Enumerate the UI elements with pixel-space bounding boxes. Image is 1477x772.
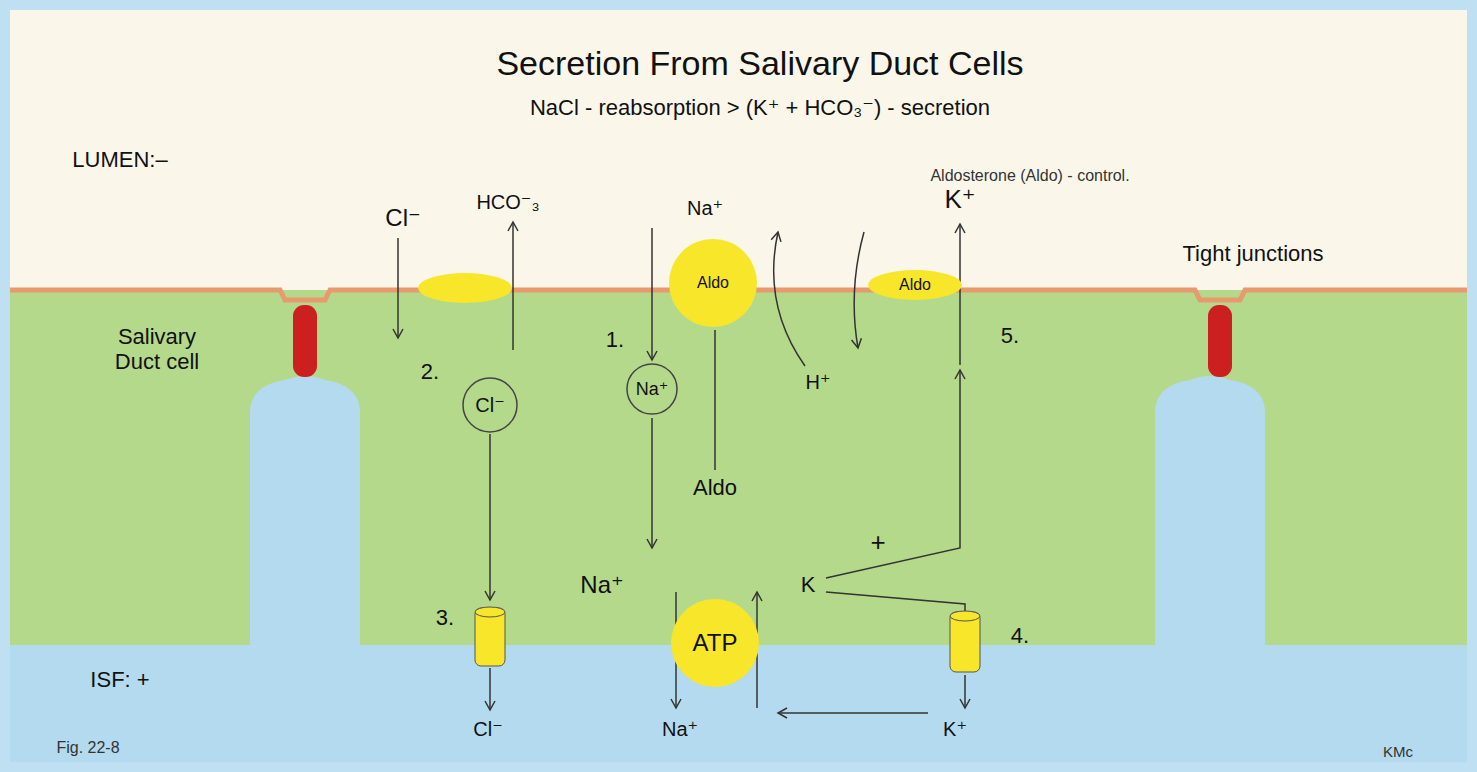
- ion-label: Cl⁻: [473, 718, 502, 741]
- ion-label: K: [801, 572, 816, 597]
- ion-label: H⁺: [806, 371, 831, 394]
- ion-label: Na⁺: [580, 571, 623, 599]
- note: Aldosterone (Aldo) - control.: [930, 167, 1129, 185]
- channel: [950, 611, 980, 672]
- na-arrow: [651, 418, 653, 548]
- node-shape: [669, 239, 757, 327]
- exchanger: [418, 273, 512, 303]
- part-label: Salivary Duct cell: [97, 324, 217, 375]
- node-text: Na⁺: [636, 378, 669, 400]
- atpase-circle: ATP: [670, 598, 760, 688]
- node-shape: [868, 270, 962, 300]
- channel: [475, 607, 505, 666]
- tight-junction: [1208, 305, 1232, 377]
- pump-ellipse: Aldo: [867, 269, 963, 301]
- author-mark: KMc: [1383, 743, 1413, 760]
- k-arrow: [959, 224, 961, 365]
- node-text: ATP: [693, 629, 738, 657]
- k-line: [826, 592, 965, 612]
- ion-label: K⁺: [944, 185, 975, 215]
- cl-arrow: [397, 238, 399, 338]
- region-label: LUMEN:–: [72, 147, 167, 172]
- node-shape: [671, 599, 759, 687]
- h-arrow: [774, 232, 805, 366]
- hco3-arrow: [512, 222, 514, 350]
- ion-circle: Cl⁻: [462, 377, 518, 433]
- subtitle: NaCl - reabsorption > (K⁺ + HCO₃⁻) - sec…: [530, 95, 990, 120]
- hormone-label: Aldo: [693, 475, 737, 500]
- carrier-circle: Aldo: [668, 238, 758, 328]
- intercellular-space: [250, 376, 360, 647]
- ion-label: Cl⁻: [385, 204, 420, 232]
- ion-label: HCO⁻₃: [476, 191, 539, 214]
- node-text: Aldo: [697, 274, 729, 292]
- aldo-line: [714, 330, 716, 470]
- callout-number: 4.: [1011, 623, 1029, 648]
- tight-junction: [293, 305, 317, 377]
- k-arrow: [778, 712, 928, 714]
- callout-number: 5.: [1001, 323, 1019, 348]
- na-arrow: [651, 228, 653, 360]
- callout-number: 3.: [436, 605, 454, 630]
- region-label: ISF: +: [90, 667, 149, 692]
- exchange-arrow: [854, 232, 864, 348]
- cell-body: [10, 290, 1467, 647]
- cl-arrow: [489, 668, 491, 710]
- cl-arrow: [489, 434, 491, 600]
- node-shape: [627, 364, 677, 414]
- k-arrow: [964, 675, 966, 708]
- node-text: Cl⁻: [475, 393, 504, 417]
- k-arrow: [826, 370, 960, 578]
- ion-label: K⁺: [943, 718, 967, 741]
- callout-number: 1.: [606, 327, 624, 352]
- ion-circle: Na⁺: [626, 363, 678, 415]
- title: Secretion From Salivary Duct Cells: [496, 44, 1023, 83]
- intercellular-space: [1155, 376, 1265, 647]
- callout-number: 2.: [421, 359, 439, 384]
- ion-label: Na⁺: [687, 197, 723, 220]
- ion-label: Na⁺: [662, 718, 698, 741]
- sign-label: +: [870, 528, 885, 558]
- node-shape: [463, 378, 517, 432]
- node-text: Aldo: [899, 276, 931, 294]
- part-label: Tight junctions: [1182, 241, 1323, 266]
- figure-number: Fig. 22-8: [56, 739, 119, 757]
